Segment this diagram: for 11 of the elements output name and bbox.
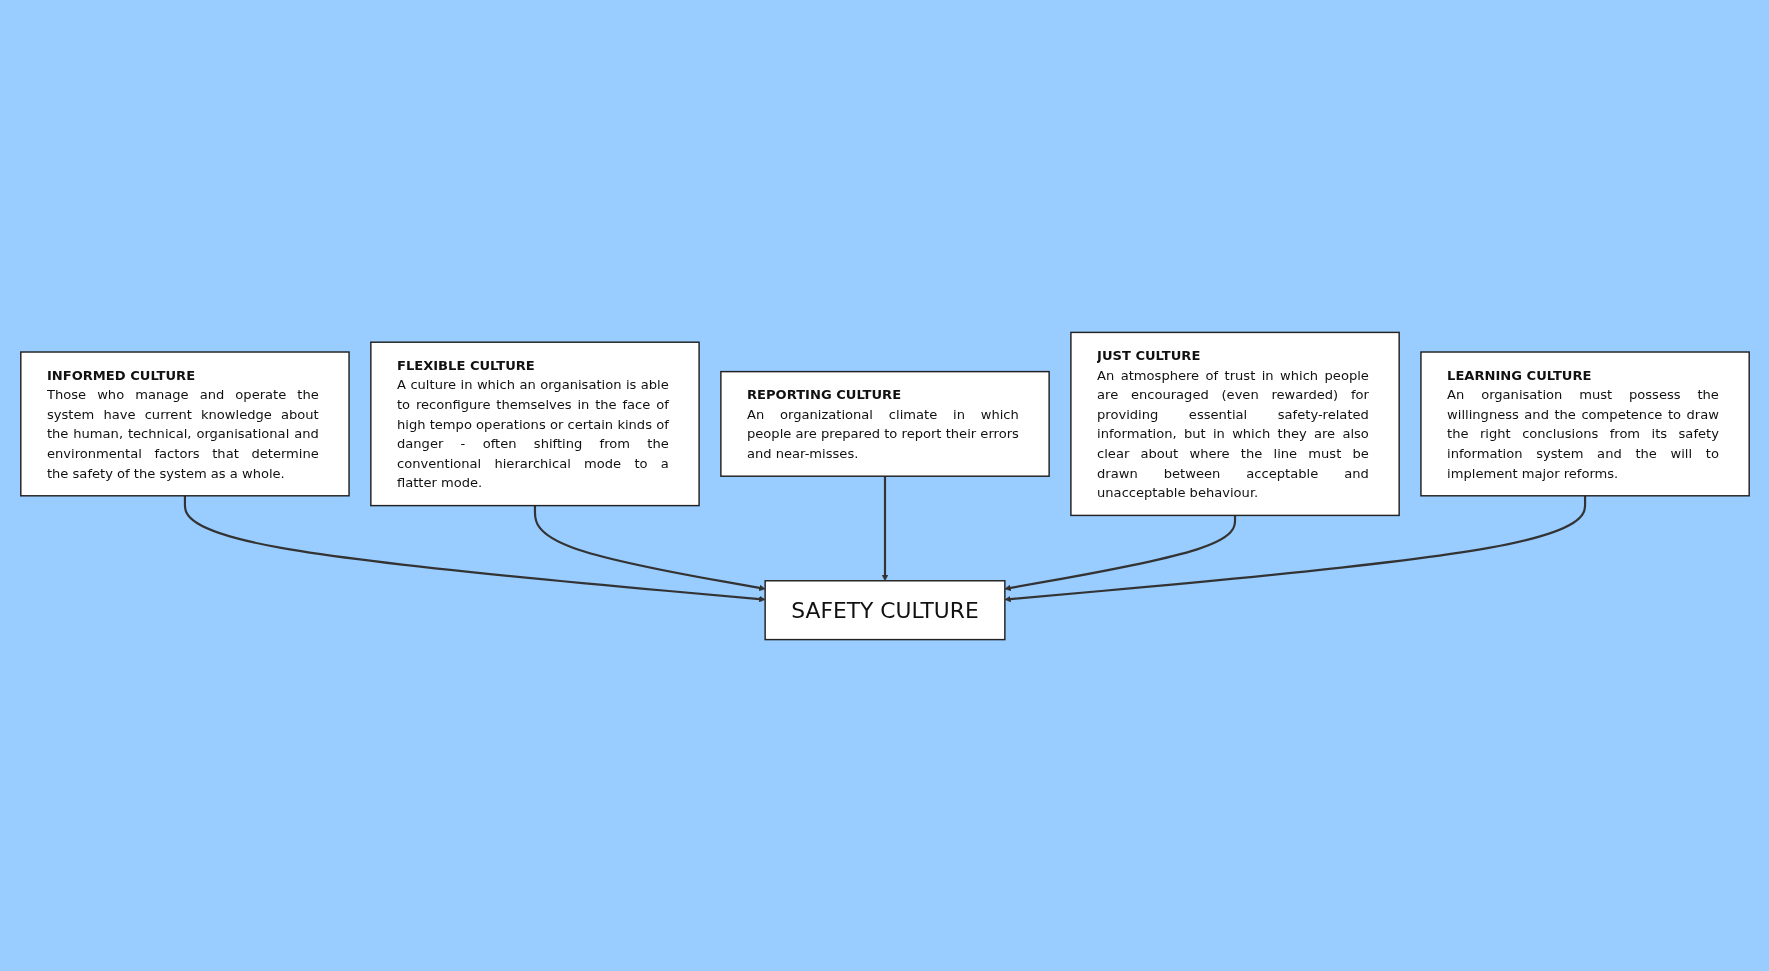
arrow bbox=[1004, 495, 1586, 602]
node-box: LEARNING CULTURE An organisation must possess the willingness and the competence to draw the right conclusions from its safety information system and the will to implement major reforms. bbox=[1419, 350, 1750, 497]
node-box: SAFETY CULTURE bbox=[763, 579, 1006, 640]
node-box: JUST CULTURE An atmosphere of trust in which people are encouraged (even rewarded) for providing essential safety-related information, but in which they are also clear about where the line must be drawn between acceptable and unacceptable behaviour. bbox=[1069, 331, 1400, 516]
arrow bbox=[183, 495, 765, 602]
node-box: FLEXIBLE CULTURE A culture in which an organisation is able to reconfigure themselves in the face of high tempo operations or certain kinds of danger - often shifting from the conventional hierarchical mode to a flatter mode. bbox=[369, 341, 700, 506]
node-box: REPORTING CULTURE An organizational climate in which people are prepared to report their errors and near-misses. bbox=[719, 370, 1050, 477]
arrow bbox=[533, 505, 765, 591]
arrow bbox=[1004, 514, 1236, 591]
node-box: INFORMED CULTURE Those who manage and operate the system have current knowledge about the human, technical, organisational and environmental factors that determine the safety of the system as a whole. bbox=[19, 350, 350, 497]
arrow bbox=[881, 475, 888, 581]
